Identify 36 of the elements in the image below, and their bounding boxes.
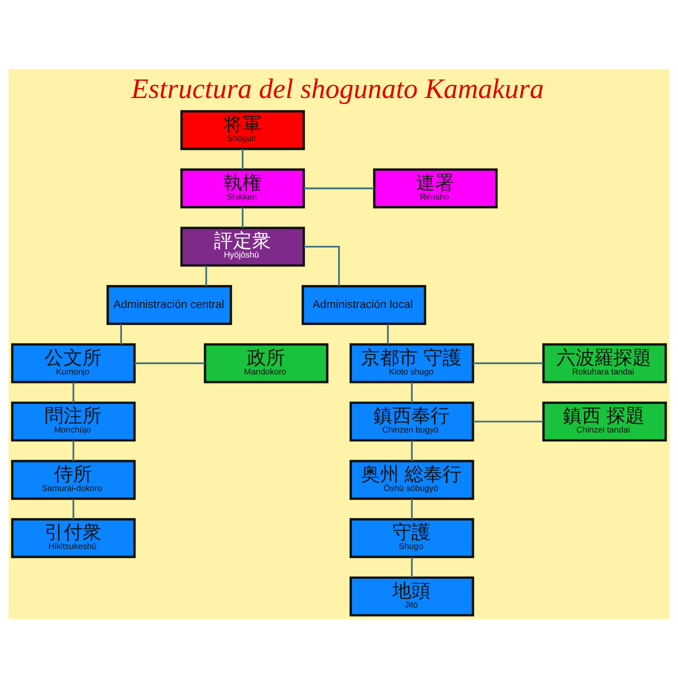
connector — [473, 420, 544, 422]
node-box: 鎮西 探題 Chinzei tandai — [542, 401, 667, 442]
node-box: 将軍 Shōgun — [180, 110, 305, 150]
connector — [304, 187, 374, 189]
node-box: 守護 Shugo — [350, 518, 474, 558]
node-box: 地頭 Jitō — [350, 576, 474, 616]
node-box: 鎮西奉行 Chinzen bugyō — [350, 401, 474, 442]
connector — [72, 498, 74, 519]
node-box: 評定衆 Hyōjōshū — [180, 226, 305, 266]
diagram-title: Estructura del shogunato Kamakura — [131, 74, 544, 105]
connector — [120, 324, 122, 344]
node-box: 連署 Rensho — [373, 168, 498, 208]
node-box: 執権 Shikken — [180, 168, 305, 208]
node-box: 六波羅探題 Rokuhara tandai — [542, 342, 667, 383]
connector — [411, 556, 413, 577]
node-box: 公文所 Kumonjo — [11, 342, 136, 383]
connector — [242, 206, 244, 228]
node-box: 京都市 守護 Kioto shugo — [350, 342, 474, 383]
connector — [473, 362, 544, 364]
connector — [304, 245, 340, 286]
connector — [411, 382, 413, 402]
connector — [134, 362, 205, 364]
connector — [411, 498, 413, 519]
node-box: 政所 Mandokoro — [204, 342, 328, 383]
node-box: 引付衆 Hikitsukeshū — [11, 518, 136, 558]
connector — [242, 148, 244, 169]
node-box: 奥州 総奉行 Ōshū sōbugyō — [350, 459, 474, 500]
node-box: 問注所 Monchūjo — [11, 401, 136, 442]
node-box: Administración local — [302, 284, 426, 324]
connector — [387, 324, 389, 344]
connector — [411, 440, 413, 460]
node-box: 侍所 Samurai-dokoro — [11, 459, 136, 500]
connector — [72, 382, 74, 402]
connector — [205, 265, 208, 286]
node-box: Administración central — [106, 284, 232, 324]
connector — [72, 440, 74, 460]
